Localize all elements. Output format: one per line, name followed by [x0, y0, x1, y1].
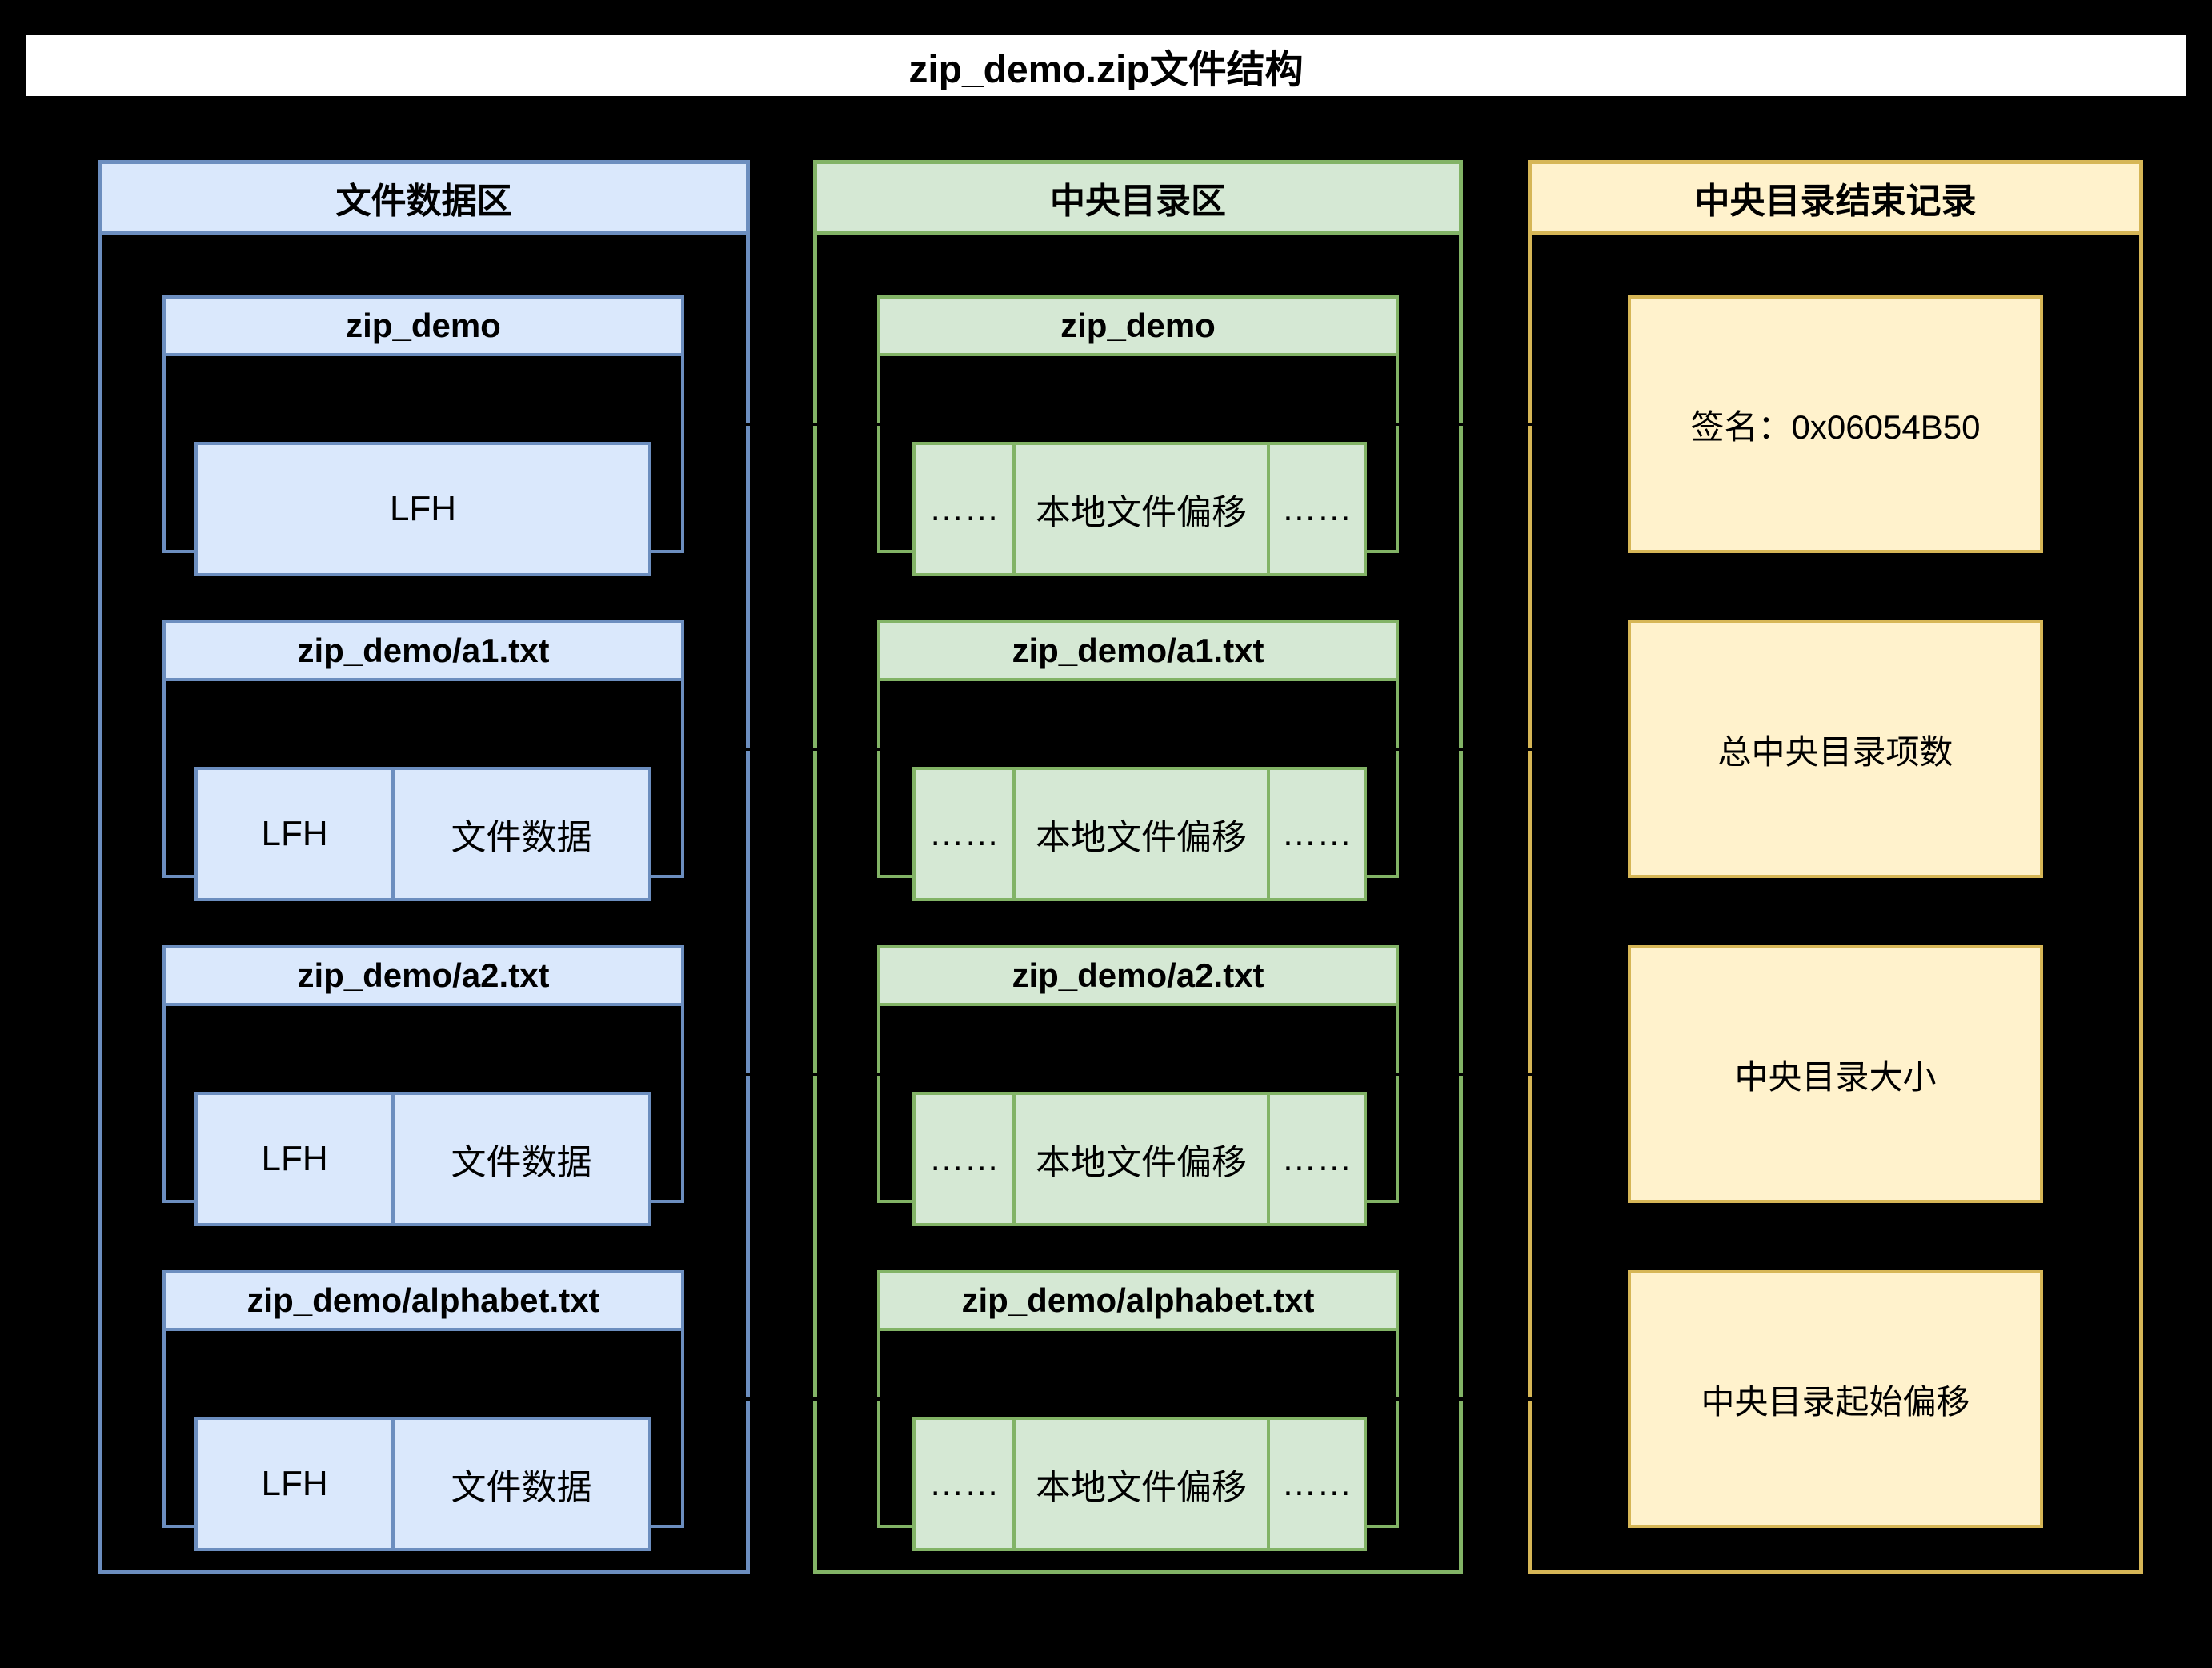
file-group-a2: zip_demo/a2.txt LFH 文件数据 [162, 945, 684, 1226]
cd-group-title: zip_demo/a2.txt [880, 948, 1396, 1006]
ellipsis-cell: …… [928, 489, 1000, 528]
connector-line-4 [687, 1397, 1628, 1401]
diagram-title: zip_demo.zip文件结构 [26, 35, 2186, 96]
file-group-body: LFH 文件数据 [166, 681, 681, 901]
file-group-alphabet: zip_demo/alphabet.txt LFH 文件数据 [162, 1270, 684, 1551]
lfh-cell: LFH [261, 814, 328, 853]
cd-group-body: …… 本地文件偏移 …… [880, 1006, 1396, 1226]
eocd-signature-box: 签名：0x06054B50 [1628, 295, 2043, 553]
cd-group-body: …… 本地文件偏移 …… [880, 681, 1396, 901]
file-entry-row: LFH [194, 442, 651, 576]
connector-line-3 [687, 1073, 1628, 1076]
file-group-title: zip_demo [166, 299, 681, 356]
local-offset-cell: 本地文件偏移 [1012, 445, 1267, 573]
local-offset-cell: 本地文件偏移 [1012, 1095, 1267, 1223]
file-data-cell: 文件数据 [391, 1420, 648, 1548]
cd-group-a2: zip_demo/a2.txt …… 本地文件偏移 …… [877, 945, 1399, 1226]
file-group-a1: zip_demo/a1.txt LFH 文件数据 [162, 620, 684, 901]
cd-group-title: zip_demo/alphabet.txt [880, 1273, 1396, 1331]
central-directory-header: 中央目录区 [817, 164, 1459, 235]
connector-line-1 [687, 423, 1628, 426]
cd-group-body: …… 本地文件偏移 …… [880, 1331, 1396, 1551]
ellipsis-cell: …… [928, 1139, 1000, 1178]
file-entry-row: LFH 文件数据 [194, 1092, 651, 1226]
ellipsis-cell: …… [928, 814, 1000, 853]
eocd-header: 中央目录结束记录 [1532, 164, 2139, 235]
file-group-body: LFH 文件数据 [166, 1331, 681, 1551]
file-group-body: LFH 文件数据 [166, 1006, 681, 1226]
lfh-cell: LFH [389, 489, 457, 528]
cd-group-title: zip_demo [880, 299, 1396, 356]
eocd-start-offset-box: 中央目录起始偏移 [1628, 1270, 2043, 1528]
ellipsis-cell: …… [1266, 770, 1364, 898]
lfh-cell: LFH [261, 1464, 328, 1503]
ellipsis-cell: …… [1266, 1420, 1364, 1548]
file-entry-row: LFH 文件数据 [194, 1417, 651, 1551]
eocd-column: 中央目录结束记录 签名：0x06054B50 总中央目录项数 中央目录大小 中央… [1528, 160, 2143, 1574]
connector-line-2 [687, 748, 1628, 751]
file-entry-row: LFH 文件数据 [194, 767, 651, 901]
local-offset-cell: 本地文件偏移 [1012, 1420, 1267, 1548]
cd-entry-row: …… 本地文件偏移 …… [912, 442, 1367, 576]
cd-entry-row: …… 本地文件偏移 …… [912, 1417, 1367, 1551]
file-data-area-column: 文件数据区 zip_demo LFH zip_demo/a1.txt LFH 文… [98, 160, 750, 1574]
cd-entry-row: …… 本地文件偏移 …… [912, 767, 1367, 901]
file-group-title: zip_demo/a2.txt [166, 948, 681, 1006]
file-group-title: zip_demo/a1.txt [166, 623, 681, 681]
cd-group-zip-demo: zip_demo …… 本地文件偏移 …… [877, 295, 1399, 576]
lfh-cell: LFH [261, 1139, 328, 1178]
cd-entry-row: …… 本地文件偏移 …… [912, 1092, 1367, 1226]
ellipsis-cell: …… [1266, 445, 1364, 573]
local-offset-cell: 本地文件偏移 [1012, 770, 1267, 898]
cd-group-alphabet: zip_demo/alphabet.txt …… 本地文件偏移 …… [877, 1270, 1399, 1551]
file-group-zip-demo: zip_demo LFH [162, 295, 684, 576]
file-group-title: zip_demo/alphabet.txt [166, 1273, 681, 1331]
file-data-cell: 文件数据 [391, 770, 648, 898]
central-directory-column: 中央目录区 zip_demo …… 本地文件偏移 …… zip_demo/a1.… [813, 160, 1463, 1574]
ellipsis-cell: …… [1266, 1095, 1364, 1223]
file-data-area-header: 文件数据区 [102, 164, 746, 235]
cd-group-title: zip_demo/a1.txt [880, 623, 1396, 681]
ellipsis-cell: …… [928, 1464, 1000, 1503]
file-data-cell: 文件数据 [391, 1095, 648, 1223]
file-group-body: LFH [166, 356, 681, 576]
eocd-total-entries-box: 总中央目录项数 [1628, 620, 2043, 878]
eocd-size-box: 中央目录大小 [1628, 945, 2043, 1203]
cd-group-body: …… 本地文件偏移 …… [880, 356, 1396, 576]
